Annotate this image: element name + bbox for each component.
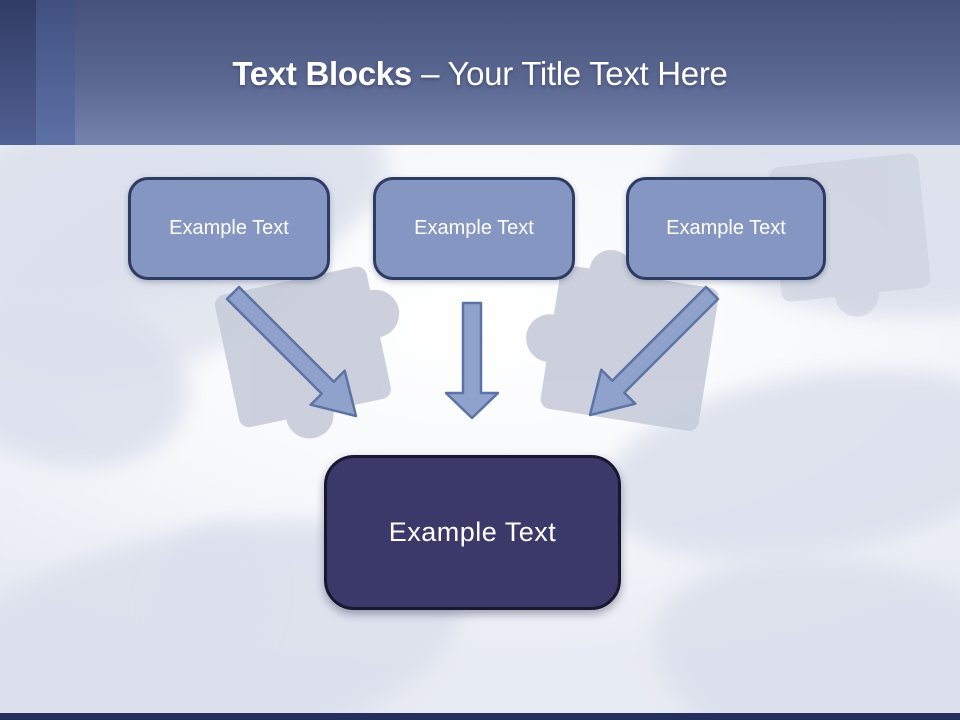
header-accent-stripe-dark (0, 0, 36, 145)
header-accent-stripe-medium (36, 0, 75, 145)
text-block-center-label: Example Text (388, 517, 557, 547)
slide-title: Text Blocks– Your Title Text Here (0, 55, 960, 92)
text-block-3-label: Example Text (666, 217, 786, 239)
slide-header: Text Blocks– Your Title Text Here (0, 0, 960, 145)
text-block-2[interactable]: Example Text (373, 177, 575, 280)
hand-photo-shape (588, 342, 960, 588)
text-block-1[interactable]: Example Text (128, 177, 330, 280)
text-block-1-label: Example Text (169, 217, 289, 239)
footer-accent-bar (0, 713, 960, 720)
title-secondary: – Your Title Text Here (421, 55, 728, 92)
text-block-center[interactable]: Example Text (324, 455, 621, 610)
title-emphasis: Text Blocks (232, 55, 412, 92)
text-block-2-label: Example Text (414, 217, 534, 239)
text-block-3[interactable]: Example Text (626, 177, 826, 280)
